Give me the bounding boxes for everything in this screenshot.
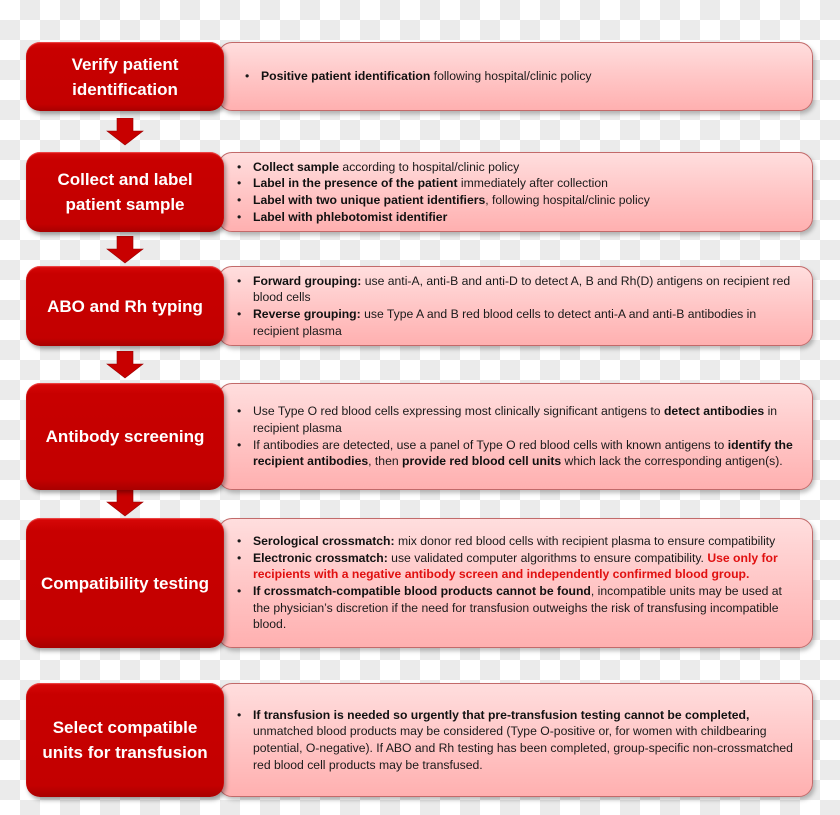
body-text: , following hospital/clinic policy [485,193,650,207]
body-text: use validated computer algorithms to ens… [387,550,708,565]
body-text: , incompatible units may be used at the … [253,584,782,632]
emphasis-text: Serological crossmatch: [253,533,395,548]
down-arrow-icon [106,236,144,264]
emphasis-text: provide red blood cell units [402,454,562,469]
step-title: Collect and label patient sample [26,152,224,232]
emphasis-text: Collect sample [253,159,340,174]
bullet-item: If antibodies are detected, use a panel … [233,437,796,470]
down-arrow-icon [106,489,144,517]
bullet-item: Label with two unique patient identifier… [233,192,650,209]
bullet-list: Serological crossmatch: mix donor red bl… [233,533,796,633]
step-title: Antibody screening [26,383,224,490]
bullet-item: Label with phlebotomist identifier [233,209,650,226]
bullet-item: Label in the presence of the patient imm… [233,175,650,192]
step-details: Positive patient identification followin… [218,42,813,111]
body-text: which lack the corresponding antigen(s). [561,454,783,469]
emphasis-text: If crossmatch-compatible blood products … [253,584,591,598]
down-arrow-icon [106,351,144,379]
emphasis-text: Label with two unique patient identifier… [253,193,486,207]
bullet-item: If crossmatch-compatible blood products … [233,583,796,633]
body-text: use anti-A, anti-B and anti-D to detect … [253,273,791,305]
bullet-item: Serological crossmatch: mix donor red bl… [233,533,796,550]
bullet-item: Positive patient identification followin… [241,68,592,85]
step-title: Verify patient identification [26,42,224,111]
body-text: immediately after collection [457,176,608,191]
bullet-list: Positive patient identification followin… [233,68,592,85]
step-details: Use Type O red blood cells expressing mo… [218,383,813,490]
emphasis-text: Positive patient identification [261,69,431,84]
body-text: Use Type O red blood cells expressing mo… [253,404,664,419]
bullet-list: Forward grouping: use anti-A, anti-B and… [233,273,796,340]
bullet-list: Use Type O red blood cells expressing mo… [233,403,796,470]
step-compatibility-testing: Compatibility testing Serological crossm… [0,518,840,648]
step-antibody-screening: Antibody screening Use Type O red blood … [0,383,840,490]
emphasis-text: Reverse grouping: [253,307,361,321]
step-verify-patient-identification: Verify patient identification Positive p… [0,42,840,111]
emphasis-text: If transfusion is needed so urgently tha… [253,707,750,722]
step-abo-rh-typing: ABO and Rh typing Forward grouping: use … [0,266,840,346]
body-text: , then [368,454,403,469]
step-title: ABO and Rh typing [26,266,224,346]
emphasis-text: Forward grouping: [253,273,362,288]
step-details: If transfusion is needed so urgently tha… [218,683,813,797]
step-details: Collect sample according to hospital/cli… [218,152,813,232]
step-select-compatible-units: Select compatible units for transfusion … [0,683,840,797]
emphasis-text: Electronic crossmatch: [253,550,388,565]
body-text: in recipient plasma [253,404,778,435]
warning-text: Use only for recipients with a negative … [253,550,778,582]
bullet-item: If transfusion is needed so urgently tha… [233,707,796,774]
step-title: Select compatible units for transfusion [26,683,224,797]
bullet-item: Forward grouping: use anti-A, anti-B and… [233,273,796,306]
body-text: use Type A and B red blood cells to dete… [253,307,757,338]
bullet-list: If transfusion is needed so urgently tha… [233,707,796,774]
bullet-item: Reverse grouping: use Type A and B red b… [233,306,796,339]
body-text: If antibodies are detected, use a panel … [253,437,728,452]
body-text: unmatched blood products may be consider… [253,724,793,772]
emphasis-text: identify the recipient antibodies [253,437,793,469]
emphasis-text: Label with phlebotomist identifier [253,209,448,224]
bullet-item: Collect sample according to hospital/cli… [233,159,650,176]
emphasis-text: Label in the presence of the patient [253,176,458,191]
bullet-list: Collect sample according to hospital/cli… [233,159,650,226]
bullet-item: Use Type O red blood cells expressing mo… [233,403,796,436]
body-text: following hospital/clinic policy [430,69,592,84]
down-arrow-icon [106,118,144,146]
bullet-item: Electronic crossmatch: use validated com… [233,550,796,583]
step-details: Forward grouping: use anti-A, anti-B and… [218,266,813,346]
step-title: Compatibility testing [26,518,224,648]
body-text: mix donor red blood cells with recipient… [394,533,776,548]
body-text: according to hospital/clinic policy [339,159,520,174]
step-details: Serological crossmatch: mix donor red bl… [218,518,813,648]
step-collect-and-label-sample: Collect and label patient sample Collect… [0,152,840,232]
emphasis-text: detect antibodies [663,404,765,419]
